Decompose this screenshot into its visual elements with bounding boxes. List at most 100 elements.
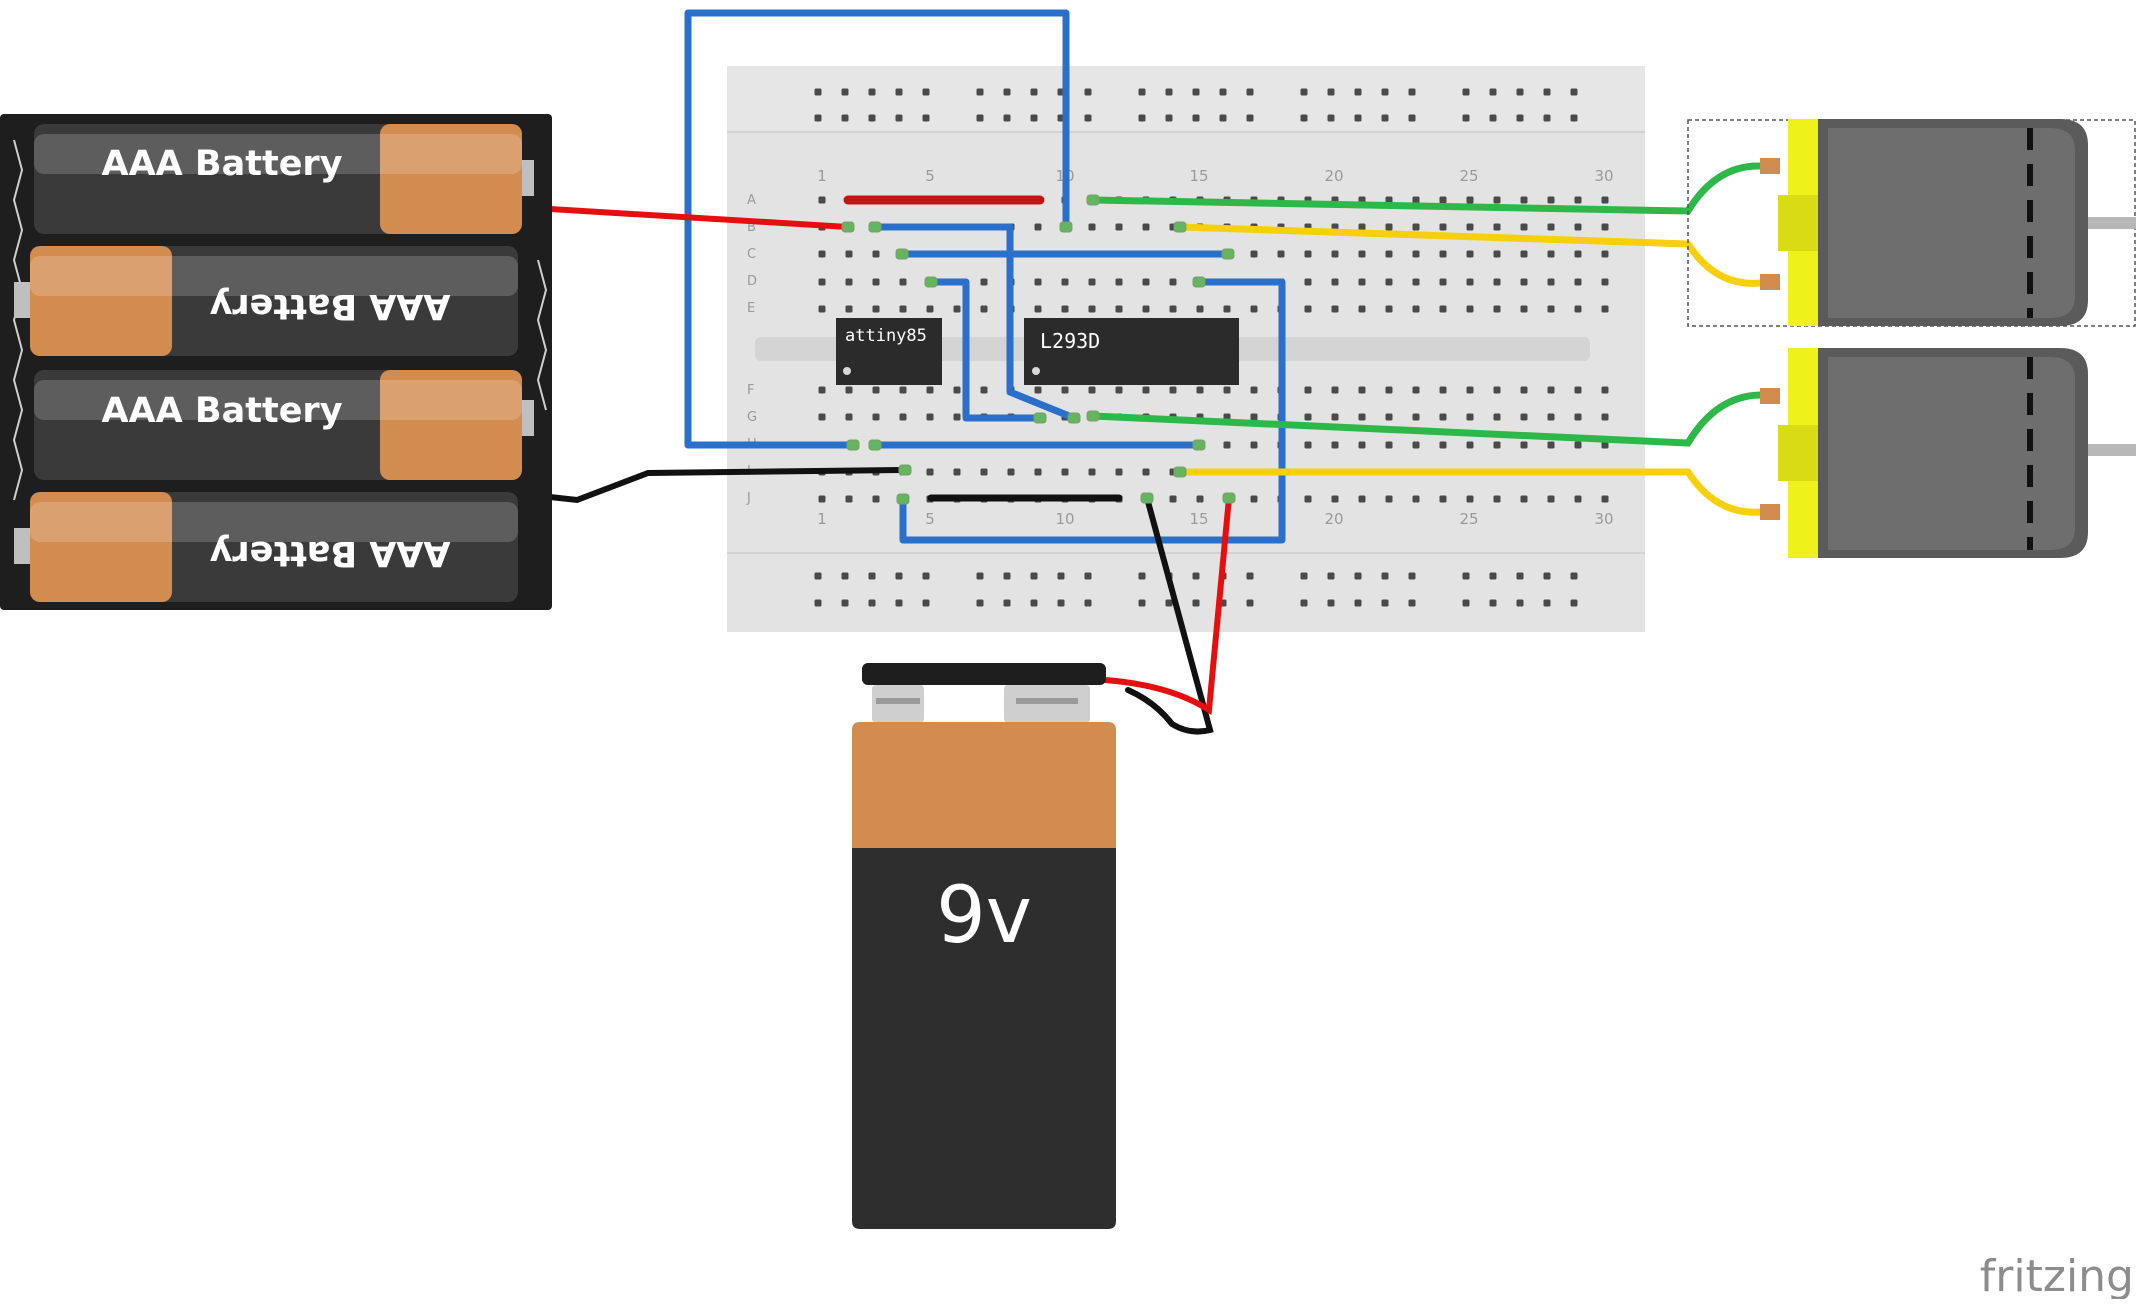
breadboard-hole <box>922 572 930 580</box>
breadboard-hole <box>872 250 880 258</box>
breadboard-hole <box>1169 278 1177 286</box>
breadboard-hole <box>1088 278 1096 286</box>
breadboard-hole <box>1520 278 1528 286</box>
battery-clip <box>862 663 1106 685</box>
dc-motor-2 <box>1760 348 2136 558</box>
breadboard-hole <box>953 468 961 476</box>
wire-endpoint <box>841 221 855 233</box>
l293d-label: L293D <box>1040 329 1100 353</box>
breadboard-hole <box>1300 599 1308 607</box>
fritzing-watermark: fritzing <box>1980 1251 2134 1299</box>
breadboard-hole <box>1570 572 1578 580</box>
breadboard-hole <box>872 495 880 503</box>
breadboard-hole <box>1466 495 1474 503</box>
breadboard-hole <box>926 468 934 476</box>
breadboard-hole <box>1574 278 1582 286</box>
breadboard-hole <box>980 468 988 476</box>
breadboard-hole <box>841 599 849 607</box>
breadboard-hole <box>1439 495 1447 503</box>
wire-endpoint <box>895 248 909 260</box>
breadboard-hole <box>1516 572 1524 580</box>
breadboard-hole <box>1466 441 1474 449</box>
breadboard-hole <box>1169 495 1177 503</box>
breadboard-hole <box>1408 88 1416 96</box>
breadboard-hole <box>1385 278 1393 286</box>
svg-text:A: A <box>747 193 756 208</box>
breadboard-hole <box>1246 88 1254 96</box>
breadboard-hole <box>1304 305 1312 313</box>
breadboard-hole <box>1250 305 1258 313</box>
breadboard-hole <box>1547 278 1555 286</box>
breadboard-hole <box>1088 305 1096 313</box>
breadboard-hole <box>1462 88 1470 96</box>
aaa-battery-pack: AAA Battery AAA Battery AAA Battery AAA … <box>0 114 552 610</box>
breadboard-hole <box>845 278 853 286</box>
breadboard-hole <box>1412 223 1420 231</box>
svg-text:20: 20 <box>1324 167 1343 185</box>
breadboard-hole <box>1489 572 1497 580</box>
svg-text:1: 1 <box>817 167 827 185</box>
breadboard-hole <box>1381 88 1389 96</box>
breadboard-hole <box>1574 495 1582 503</box>
green-wire-motor2 <box>1089 391 1764 447</box>
breadboard-hole <box>1142 386 1150 394</box>
breadboard-hole <box>1574 386 1582 394</box>
l293d-chip: L293D <box>1024 318 1239 385</box>
breadboard-hole <box>1439 441 1447 449</box>
aaa-battery-label: AAA Battery <box>101 391 342 431</box>
breadboard-hole <box>1246 572 1254 580</box>
breadboard-hole <box>1192 114 1200 122</box>
breadboard-hole <box>1547 305 1555 313</box>
attiny85-chip: attiny85 <box>836 318 942 385</box>
breadboard-hole <box>1354 599 1362 607</box>
breadboard-hole <box>1520 495 1528 503</box>
breadboard-hole <box>872 305 880 313</box>
breadboard-hole <box>1358 441 1366 449</box>
breadboard-hole <box>814 88 822 96</box>
breadboard-hole <box>1003 572 1011 580</box>
breadboard-hole <box>1601 495 1609 503</box>
row-labels-top: A B C D E <box>747 193 757 316</box>
wire-endpoints <box>841 194 1236 505</box>
motor-terminal <box>1760 158 1780 174</box>
breadboard-hole <box>976 114 984 122</box>
svg-text:10: 10 <box>1055 510 1074 528</box>
breadboard-hole <box>1354 572 1362 580</box>
breadboard-hole <box>1543 88 1551 96</box>
breadboard-hole <box>841 114 849 122</box>
red-wire-aaa <box>547 206 851 230</box>
breadboard-hole <box>1192 599 1200 607</box>
breadboard-hole <box>872 386 880 394</box>
breadboard-hole <box>1439 278 1447 286</box>
breadboard-hole <box>1412 196 1420 204</box>
wire-endpoint <box>1086 410 1100 422</box>
breadboard-hole <box>1304 278 1312 286</box>
breadboard-hole <box>1489 88 1497 96</box>
breadboard-hole <box>1250 441 1258 449</box>
breadboard-hole <box>1466 278 1474 286</box>
breadboard-hole <box>1084 572 1092 580</box>
breadboard-hole <box>841 572 849 580</box>
svg-text:G: G <box>747 410 757 425</box>
wire-endpoint <box>1192 439 1206 451</box>
breadboard-hole <box>1165 599 1173 607</box>
breadboard-hole <box>1520 441 1528 449</box>
breadboard-hole <box>1520 223 1528 231</box>
wire-endpoint <box>896 493 910 505</box>
battery-9v: 9v <box>852 663 1116 1229</box>
wire-endpoint <box>1222 492 1236 504</box>
breadboard-hole <box>1358 278 1366 286</box>
breadboard-hole <box>1223 386 1231 394</box>
breadboard-hole <box>814 114 822 122</box>
breadboard-hole <box>1493 223 1501 231</box>
breadboard-hole <box>1061 305 1069 313</box>
breadboard-hole <box>1601 223 1609 231</box>
aaa-battery-label: AAA Battery <box>209 533 450 573</box>
breadboard-hole <box>872 278 880 286</box>
breadboard-hole <box>1057 572 1065 580</box>
breadboard-hole <box>1466 305 1474 313</box>
breadboard-hole <box>1547 386 1555 394</box>
breadboard-hole <box>1304 250 1312 258</box>
breadboard-hole <box>1300 114 1308 122</box>
breadboard-hole <box>1219 88 1227 96</box>
